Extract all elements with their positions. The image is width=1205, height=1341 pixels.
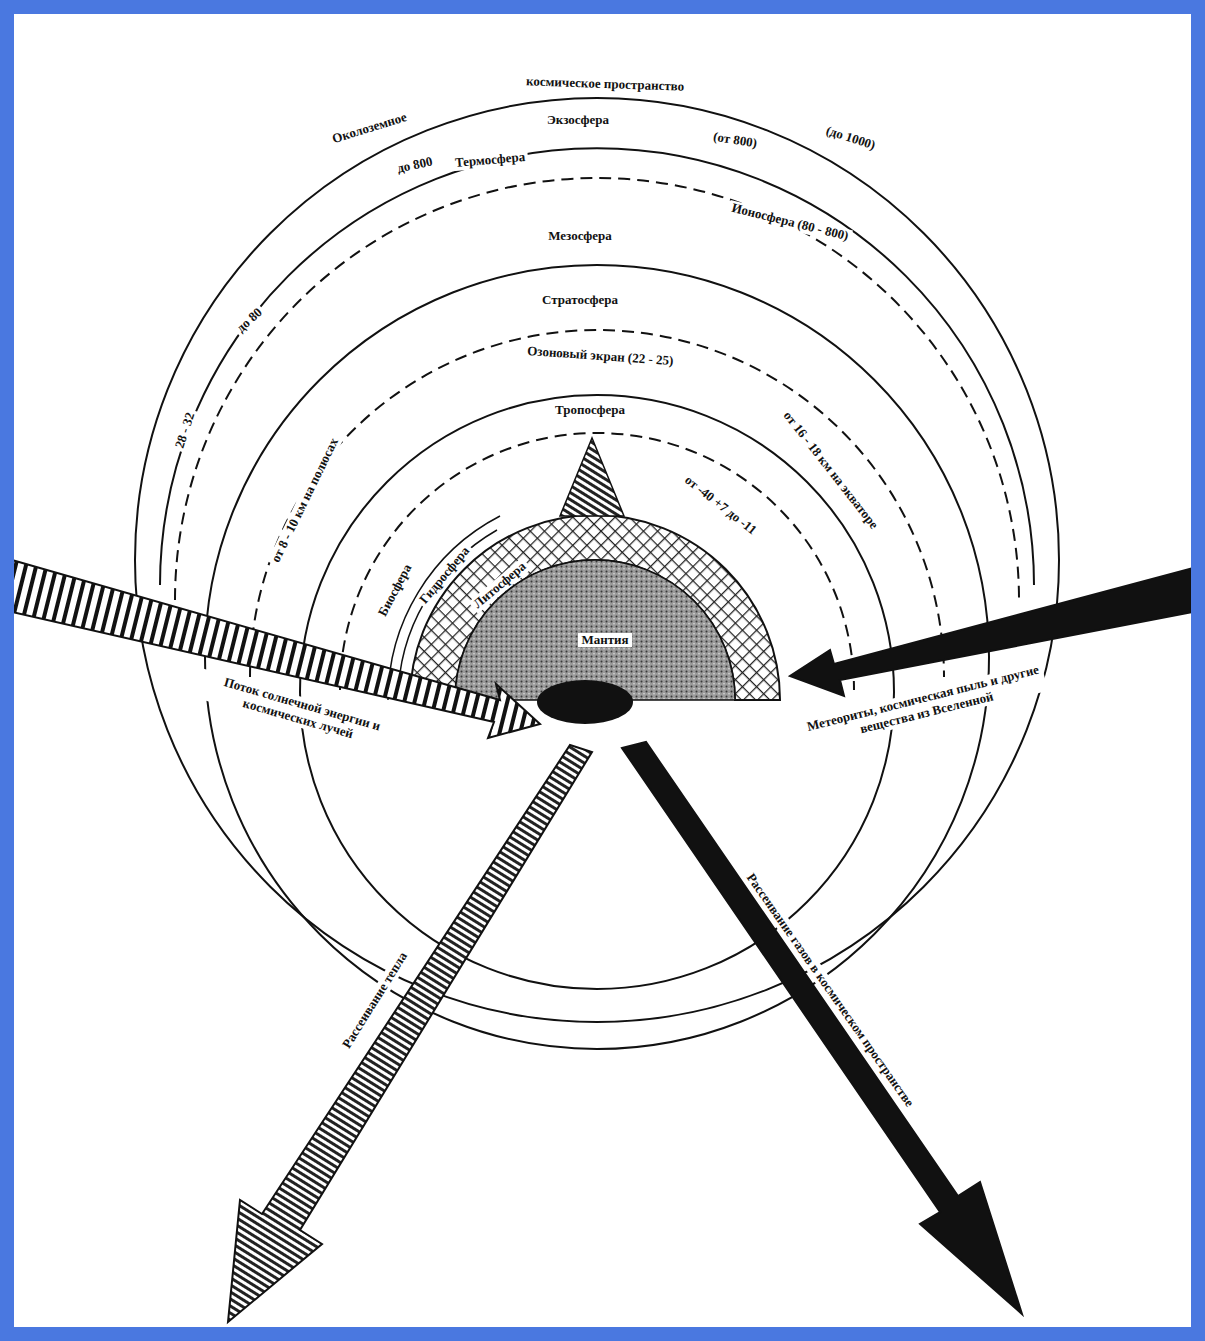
layer-label: 28 - 32: [171, 407, 198, 452]
layer-label: Экзосфера: [544, 113, 612, 128]
layer-label: (до 1000): [821, 122, 880, 154]
layer-label: Термосфера: [451, 149, 528, 171]
outer-boundary: [135, 98, 1059, 1022]
layer-label: Тропосфера: [552, 403, 628, 418]
layer-label: (от 800): [709, 129, 761, 152]
layer-label: Мезосфера: [545, 229, 615, 244]
earth-crust: [410, 515, 780, 700]
layer-label: до 800: [393, 153, 437, 176]
gas-dissipation-arrow: [622, 742, 1022, 1314]
layer-label: до 80: [232, 303, 268, 338]
layer-label: от -40 +7 до -11: [679, 471, 761, 540]
layer-label: Мантия: [578, 633, 631, 648]
mountain-peak: [560, 438, 624, 516]
layer-label: космическое пространство: [523, 74, 688, 95]
layer-label: Стратосфера: [539, 293, 621, 308]
layer-label: от 8 - 10 км на полюсах: [267, 433, 343, 567]
layer-boundaries: [135, 98, 1059, 1049]
layer-label: Биосфера: [374, 559, 417, 621]
earth-core: [537, 680, 633, 724]
layer-label: Ионосфера (80 - 800): [727, 200, 853, 245]
heat-dissipation-arrow: [228, 745, 592, 1322]
layer-label: Озоновый экран (22 - 25): [523, 343, 676, 369]
